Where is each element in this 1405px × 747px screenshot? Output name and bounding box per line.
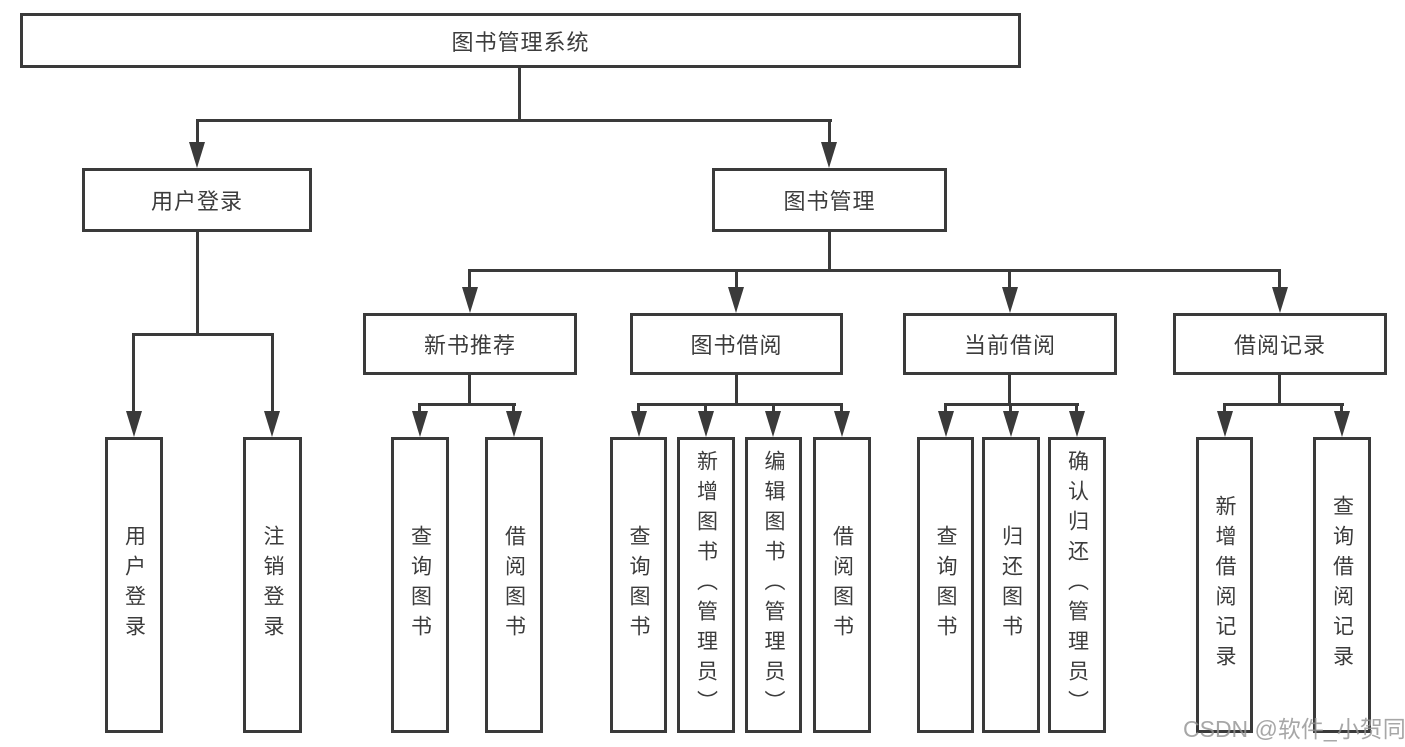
arrow-down-icon <box>1334 411 1350 437</box>
connector-drop <box>418 403 421 415</box>
leaf-label: 新增图书（管理员） <box>694 450 718 720</box>
connector-drop <box>1075 403 1078 415</box>
arrow-down-icon <box>938 411 954 437</box>
connector-drop-new-book-rec <box>468 269 471 291</box>
connector-drop <box>512 403 515 415</box>
connector-drop <box>840 403 843 415</box>
leaf-label: 借阅图书 <box>830 525 854 645</box>
leaf-bb-edit-books-admin: 编辑图书（管理员） <box>745 437 802 733</box>
arrow-down-icon <box>1069 411 1085 437</box>
connector-drop <box>944 403 947 415</box>
leaf-nbr-query-books: 查询图书 <box>391 437 449 733</box>
leaf-cb-query-books: 查询图书 <box>917 437 974 733</box>
arrow-down-icon <box>1217 411 1233 437</box>
node-root: 图书管理系统 <box>20 13 1021 68</box>
node-borrow-record: 借阅记录 <box>1173 313 1387 375</box>
leaf-label: 查询借阅记录 <box>1330 495 1354 675</box>
leaf-label: 归还图书 <box>999 525 1023 645</box>
connector-drop <box>704 403 707 415</box>
connector-user-login-stem <box>196 232 199 335</box>
connector-drop-book-borrow <box>735 269 738 291</box>
leaf-label: 查询图书 <box>408 525 432 645</box>
connector-new-book-rec-rail <box>418 403 516 406</box>
leaf-nbr-borrow-books: 借阅图书 <box>485 437 543 733</box>
arrow-down-icon <box>765 411 781 437</box>
connector-borrow-record-rail <box>1223 403 1344 406</box>
connector-book-mgmt-rail <box>468 269 1281 272</box>
leaf-logout: 注销登录 <box>243 437 302 733</box>
arrow-down-icon <box>189 142 205 168</box>
leaf-label: 注销登录 <box>261 525 284 645</box>
leaf-bb-add-books-admin: 新增图书（管理员） <box>677 437 735 733</box>
connector-drop-current-borrow <box>1008 269 1011 291</box>
arrow-down-icon <box>728 287 744 313</box>
leaf-label: 查询图书 <box>627 525 650 645</box>
arrow-down-icon <box>834 411 850 437</box>
connector-book-mgmt-stem <box>828 232 831 272</box>
leaf-label: 新增借阅记录 <box>1213 495 1236 675</box>
connector-drop-user-login <box>196 119 199 149</box>
leaf-label: 借阅图书 <box>502 525 526 645</box>
watermark: CSDN @软件_小贺同学 <box>1183 716 1405 742</box>
leaf-cb-confirm-return-admin: 确认归还（管理员） <box>1048 437 1106 733</box>
connector-drop <box>637 403 640 415</box>
connector-drop-leaf-user-login <box>132 333 135 415</box>
leaf-cb-return-books: 归还图书 <box>982 437 1040 733</box>
node-current-borrow: 当前借阅 <box>903 313 1117 375</box>
leaf-user-login: 用户登录 <box>105 437 163 733</box>
connector-new-book-rec-stem <box>468 375 471 406</box>
leaf-bb-query-books: 查询图书 <box>610 437 667 733</box>
arrow-down-icon <box>1003 411 1019 437</box>
leaf-br-add-record: 新增借阅记录 <box>1196 437 1253 733</box>
arrow-down-icon <box>462 287 478 313</box>
arrow-down-icon <box>1272 287 1288 313</box>
leaf-label: 确认归还（管理员） <box>1065 450 1089 720</box>
leaf-label: 用户登录 <box>122 525 146 645</box>
connector-drop-borrow-record <box>1278 269 1281 291</box>
connector-user-login-rail <box>132 333 274 336</box>
arrow-down-icon <box>126 411 142 437</box>
node-user-login: 用户登录 <box>82 168 312 232</box>
connector-current-borrow-stem <box>1008 375 1011 406</box>
connector-drop-book-mgmt <box>828 119 831 149</box>
connector-borrow-record-stem <box>1278 375 1281 406</box>
connector-drop <box>772 403 775 415</box>
node-book-borrow: 图书借阅 <box>630 313 843 375</box>
arrow-down-icon <box>698 411 714 437</box>
connector-root-rail <box>196 119 832 122</box>
connector-book-borrow-stem <box>735 375 738 406</box>
node-new-book-rec: 新书推荐 <box>363 313 577 375</box>
arrow-down-icon <box>631 411 647 437</box>
leaf-label: 编辑图书（管理员） <box>762 450 785 720</box>
connector-drop <box>1340 403 1343 415</box>
connector-drop <box>1009 403 1012 415</box>
connector-drop-leaf-logout <box>271 333 274 415</box>
leaf-br-query-record: 查询借阅记录 <box>1313 437 1371 733</box>
arrow-down-icon <box>506 411 522 437</box>
leaf-label: 查询图书 <box>934 525 957 645</box>
node-book-mgmt: 图书管理 <box>712 168 947 232</box>
arrow-down-icon <box>412 411 428 437</box>
arrow-down-icon <box>821 142 837 168</box>
arrow-down-icon <box>264 411 280 437</box>
leaf-bb-borrow-books: 借阅图书 <box>813 437 871 733</box>
connector-root-stem <box>518 68 521 120</box>
arrow-down-icon <box>1002 287 1018 313</box>
connector-book-borrow-rail <box>637 403 843 406</box>
connector-drop <box>1223 403 1226 415</box>
